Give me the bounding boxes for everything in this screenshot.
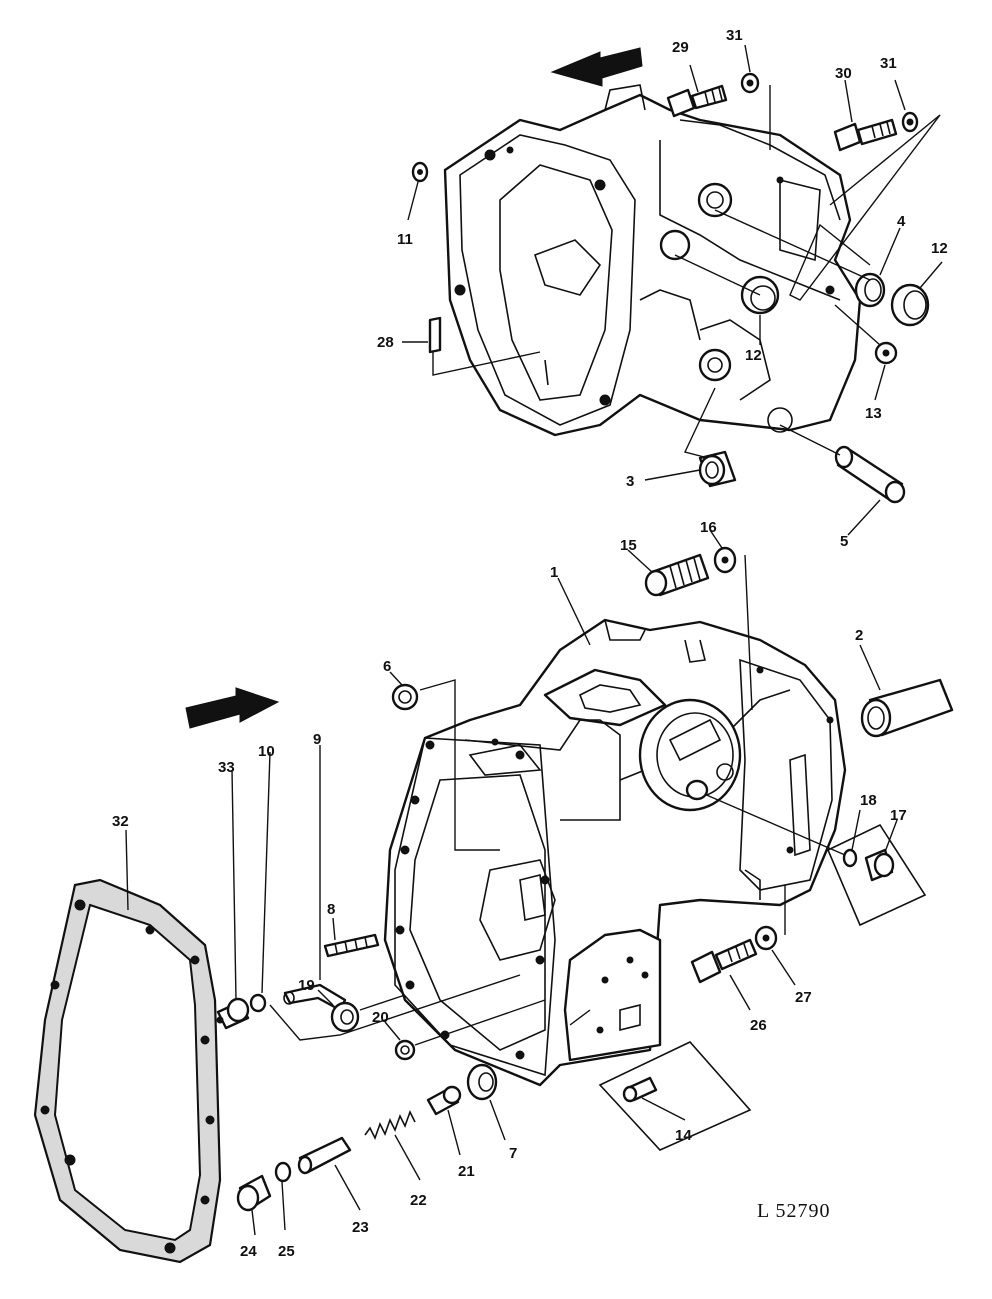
- callout-21: 21: [458, 1163, 475, 1180]
- seal-19: [330, 1001, 360, 1033]
- callout-19: 19: [298, 977, 315, 994]
- washer-25: [274, 1161, 292, 1183]
- callout-31-top-left: 31: [726, 27, 743, 44]
- callout-12-right: 12: [931, 240, 948, 257]
- washer-10: [249, 993, 267, 1013]
- front-opening: [409, 774, 546, 1051]
- callout-12-center: 12: [745, 347, 762, 364]
- side-cover-plate: [563, 928, 662, 1062]
- housing-port-1: [697, 182, 733, 218]
- gasket-32: [33, 878, 222, 1264]
- ring-4: [854, 272, 886, 308]
- callout-10: 10: [258, 743, 275, 760]
- shaft-5: [834, 445, 906, 504]
- callout-25: 25: [278, 1243, 295, 1260]
- direction-arrow-top: [550, 47, 643, 87]
- bolt-29: [666, 84, 728, 118]
- callout-leaders: [125, 44, 943, 1236]
- plug-15: [644, 553, 710, 597]
- plug-17: [864, 848, 895, 882]
- tube-2: [860, 678, 954, 738]
- detail-box-14: [598, 1041, 752, 1151]
- callout-14: 14: [675, 1127, 692, 1144]
- seal-7: [466, 1063, 498, 1101]
- plug-33: [216, 997, 250, 1030]
- bushing-3: [698, 450, 737, 488]
- fitting-20: [394, 1039, 416, 1061]
- callout-18: 18: [860, 792, 877, 809]
- stud-8: [323, 933, 380, 958]
- housing-port-2: [659, 229, 691, 261]
- housing-port-3: [698, 348, 732, 382]
- plunger-21: [426, 1085, 462, 1116]
- callout-8: 8: [327, 901, 335, 918]
- callout-labels: 29 31 30 31 11 4 12 28 12 13 3 5 16 15 1…: [112, 27, 948, 1260]
- bell-inner: [499, 164, 613, 401]
- direction-arrow-bottom: [185, 687, 280, 729]
- callout-3: 3: [626, 473, 634, 490]
- callout-26: 26: [750, 1017, 767, 1034]
- callout-9: 9: [313, 731, 321, 748]
- front-flange: [394, 737, 556, 1077]
- reference-code: L 52790: [757, 1200, 830, 1222]
- callout-22: 22: [410, 1192, 427, 1209]
- callout-1: 1: [550, 564, 558, 581]
- callout-20: 20: [372, 1009, 389, 1026]
- callout-33: 33: [218, 759, 235, 776]
- callout-31-top-right: 31: [880, 55, 897, 72]
- callout-4: 4: [897, 213, 906, 230]
- callout-11: 11: [397, 231, 413, 248]
- callout-27: 27: [795, 989, 812, 1006]
- callout-28: 28: [377, 334, 394, 351]
- pin-23: [297, 1136, 352, 1175]
- callout-15: 15: [620, 537, 637, 554]
- plug-12-right: [890, 283, 930, 327]
- callout-23: 23: [352, 1219, 369, 1236]
- callout-6: 6: [383, 658, 391, 675]
- callout-17: 17: [890, 807, 907, 824]
- lower-housing-assembly: [185, 546, 954, 1212]
- plug-24: [236, 1174, 272, 1212]
- callout-13: 13: [865, 405, 882, 422]
- clutch-housing-body: [443, 93, 862, 437]
- upper-housing-assembly: [402, 47, 941, 504]
- bolt-30: [833, 118, 898, 152]
- detail-box-17-18: [826, 823, 927, 927]
- callout-30: 30: [835, 65, 852, 82]
- callout-32: 32: [112, 813, 129, 830]
- bell-flange: [459, 134, 636, 426]
- bushing-6: [391, 683, 419, 711]
- bolt-26: [690, 938, 758, 984]
- top-cover-plate: [543, 668, 667, 727]
- spring-22: [364, 1109, 416, 1141]
- fitting-14: [622, 1076, 658, 1103]
- callout-16: 16: [700, 519, 717, 536]
- cotter-pin-28: [428, 316, 442, 354]
- washer-18: [842, 848, 858, 868]
- callout-2: 2: [855, 627, 863, 644]
- callout-24: 24: [240, 1243, 257, 1260]
- callout-29: 29: [672, 39, 689, 56]
- callout-5: 5: [840, 533, 848, 550]
- callout-7: 7: [509, 1145, 517, 1162]
